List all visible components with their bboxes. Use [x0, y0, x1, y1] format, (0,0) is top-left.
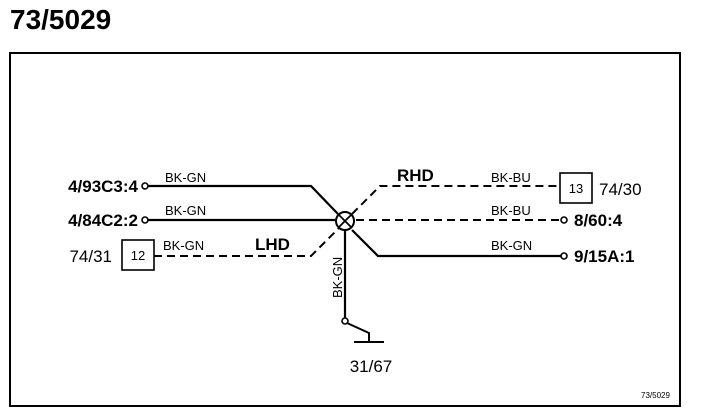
wire-label-mid-left: BK-GN [165, 203, 206, 218]
ground-symbol [346, 322, 384, 343]
connector-box-left [121, 239, 155, 271]
terminal-label-left-top: 4/93C3:4 [68, 177, 138, 196]
wire-lhd-dashed [154, 227, 340, 257]
connector-box-right [559, 172, 593, 204]
terminal-label-right-bottom: 9/15A:1 [574, 247, 634, 266]
terminal-label-left-bottom: 74/31 [69, 247, 112, 266]
diagram-frame [9, 52, 681, 407]
splice-node [335, 211, 355, 231]
wire-label-bottom-left: BK-GN [163, 238, 204, 253]
terminal-right-bottom [560, 252, 568, 260]
wire-top-left [147, 184, 339, 215]
terminal-label-right-top: 74/30 [599, 180, 642, 199]
wire-bottom-right [351, 229, 562, 258]
terminal-right-mid [560, 216, 568, 224]
wire-label-mid-right: BK-BU [491, 203, 531, 218]
wire-rhd-dashed [351, 185, 560, 215]
terminal-left-top [141, 182, 149, 190]
terminal-ground-top [341, 317, 349, 325]
connector-number-right: 13 [569, 181, 583, 196]
footer-reference: 73/5029 [641, 391, 670, 400]
connector-number-left: 12 [131, 248, 145, 263]
variant-label-lhd: LHD [255, 235, 290, 254]
wire-label-top-right: BK-BU [491, 170, 531, 185]
terminal-label-left-mid: 4/84C2:2 [68, 211, 138, 230]
terminal-left-mid [141, 216, 149, 224]
wire-label-top-left: BK-GN [165, 170, 206, 185]
terminal-label-right-mid: 8/60:4 [574, 211, 623, 230]
page-title: 73/5029 [10, 4, 112, 35]
wire-label-vertical: BK-GN [330, 257, 345, 298]
variant-label-rhd: RHD [397, 166, 434, 185]
wire-label-bottom-right: BK-GN [491, 238, 532, 253]
terminal-label-ground: 31/67 [350, 357, 393, 376]
